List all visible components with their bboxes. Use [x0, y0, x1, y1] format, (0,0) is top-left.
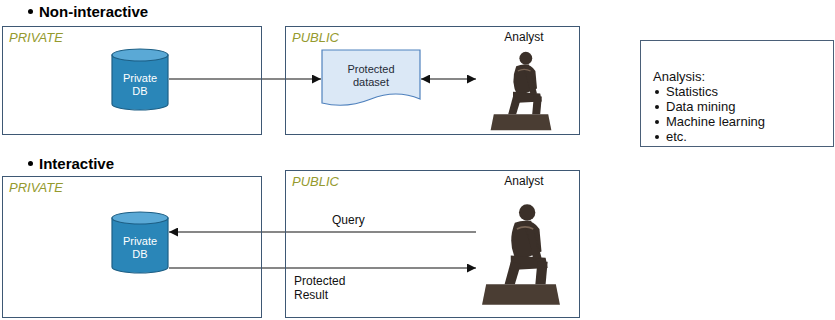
bullet-dot	[655, 105, 659, 109]
region-box: PRIVATE Private DB	[2, 26, 262, 135]
connector-arrow	[169, 78, 321, 79]
cylinder-top	[112, 212, 168, 224]
cylinder-top	[112, 49, 168, 61]
heading-text: Non-interactive	[39, 3, 148, 20]
item-text: Data mining	[666, 99, 735, 114]
figure-label: Analyst	[476, 174, 572, 188]
text-wrap: Private DB	[111, 211, 169, 274]
analyst-figure: Analyst	[476, 173, 572, 315]
cylinder-body	[112, 218, 168, 273]
text-wrap: Private DB	[111, 48, 169, 111]
document-label: Protected dataset	[334, 63, 408, 89]
list-item: Statistics	[653, 84, 821, 99]
db-label: Private DB	[118, 72, 162, 97]
cylinder-body	[112, 55, 168, 110]
connector-arrow	[169, 231, 476, 232]
edge-label: Query	[330, 213, 367, 227]
heading-text: Interactive	[39, 155, 114, 172]
bullet-dot	[655, 135, 659, 139]
panel-heading: Analysis:	[653, 69, 821, 84]
list-item: Data mining	[653, 99, 821, 114]
region-box: PUBLIC Protected dataset Analyst	[285, 26, 580, 135]
list-item: etc.	[653, 129, 821, 144]
region-label: PRIVATE	[9, 180, 63, 195]
bullet-dot	[28, 9, 33, 14]
region-box: PRIVATE Private DB	[2, 176, 262, 318]
item-text: etc.	[666, 129, 687, 144]
region-label: PRIVATE	[9, 30, 63, 45]
connector-arrow	[421, 78, 476, 79]
note-box: Analysis:StatisticsData miningMachine le…	[640, 40, 834, 147]
region-label: PUBLIC	[292, 174, 339, 189]
text-block: Protected dataset	[334, 63, 408, 97]
item-text: Machine learning	[666, 114, 765, 129]
analyst-figure: Analyst	[476, 29, 572, 134]
bullet-dot	[655, 90, 659, 94]
bullet-dot	[655, 120, 659, 124]
thinker-statue	[482, 47, 560, 131]
database-cylinder: Private DB	[111, 211, 169, 274]
document-shape: Protected dataset	[321, 49, 421, 111]
db-label: Private DB	[118, 235, 162, 260]
document-body	[322, 50, 420, 105]
text-wrap: Protected dataset	[321, 49, 421, 111]
text-block: Private DB	[118, 62, 162, 97]
figure-label: Analyst	[476, 30, 572, 44]
edge-label: Protected Result	[292, 274, 362, 303]
list-item: Machine learning	[653, 114, 821, 129]
section-heading: Non-interactive	[28, 3, 148, 20]
thinker-statue	[480, 192, 562, 312]
text-block: Private DB	[118, 225, 162, 260]
region-label: PUBLIC	[292, 30, 339, 45]
connector-arrow	[169, 267, 476, 268]
heading-text: Analysis:	[653, 69, 705, 84]
bullet-dot	[28, 161, 33, 166]
database-cylinder: Private DB	[111, 48, 169, 111]
item-text: Statistics	[666, 84, 718, 99]
section-heading: Interactive	[28, 155, 114, 172]
